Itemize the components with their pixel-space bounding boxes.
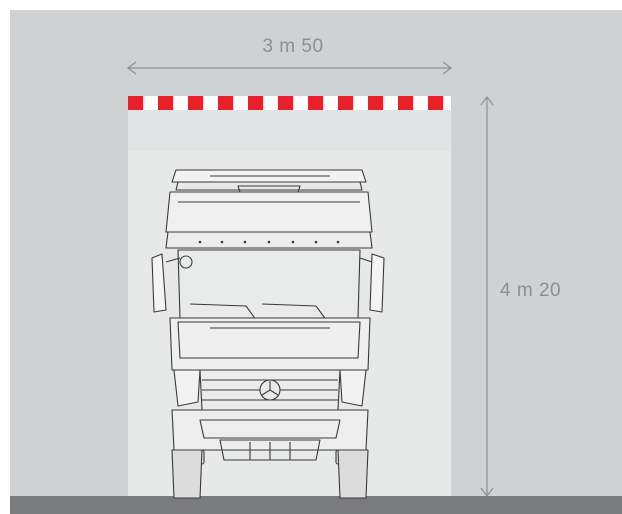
width-label: 3 m 50 — [262, 36, 324, 57]
height-barrier — [128, 96, 451, 110]
clearance-diagram: 3 m 50 4 m 20 — [10, 10, 622, 514]
truck-front-view-icon — [151, 169, 385, 499]
ground — [10, 496, 622, 514]
height-arrow — [480, 96, 494, 497]
dimension-arrows — [127, 61, 494, 499]
width-arrow — [127, 61, 452, 75]
height-label: 4 m 20 — [500, 280, 562, 301]
